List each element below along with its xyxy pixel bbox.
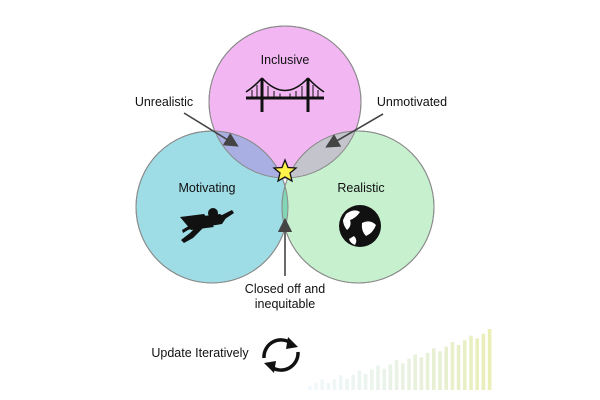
decorative-bar (481, 333, 486, 390)
superhero-icon (180, 208, 234, 243)
inclusive-label: Inclusive (261, 53, 310, 67)
decorative-bar (388, 364, 393, 390)
decorative-bar (332, 379, 337, 390)
globe-icon (339, 205, 381, 247)
motivating-label: Motivating (179, 181, 236, 195)
decorative-bar (363, 373, 368, 390)
unrealistic-label: Unrealistic (135, 95, 193, 109)
decorative-bar (401, 363, 405, 390)
decorative-bar (339, 375, 343, 390)
gradient-bar-chart-icon (308, 329, 492, 390)
decorative-bar (376, 365, 380, 390)
unrealistic-overlap (209, 131, 288, 178)
realistic-label: Realistic (337, 181, 384, 195)
refresh-cycle-icon (262, 337, 300, 373)
update-iteratively-label: Update Iteratively (151, 346, 249, 360)
unmotivated-overlap (282, 131, 361, 178)
decorative-bar (487, 329, 492, 390)
decorative-bar (432, 348, 436, 390)
unmotivated-label: Unmotivated (377, 95, 447, 109)
decorative-bar (394, 360, 399, 390)
decorative-bar (320, 379, 324, 390)
decorative-bar (351, 374, 355, 390)
decorative-bar (469, 335, 473, 390)
decorative-bar (444, 346, 448, 390)
unrealistic-arrow (183, 112, 239, 147)
unmotivated-arrow (325, 113, 384, 148)
decorative-bar (407, 358, 411, 390)
decorative-bar (463, 340, 467, 390)
decorative-bar (438, 351, 442, 390)
decorative-bar (419, 357, 424, 390)
decorative-bar (357, 370, 362, 390)
decorative-bar (413, 354, 417, 390)
decorative-bar (450, 342, 455, 390)
decorative-bar (382, 368, 386, 390)
decorative-bar (425, 352, 430, 390)
decorative-bar (456, 344, 461, 390)
closed-off-label-line2: inequitable (255, 297, 316, 311)
decorative-bar (475, 338, 479, 390)
decorative-bar (314, 382, 318, 390)
decorative-bar (345, 378, 349, 390)
decorative-bar (370, 369, 374, 390)
decorative-bar (326, 382, 331, 390)
star-icon (272, 158, 298, 183)
decorative-bar (308, 386, 312, 390)
bridge-icon (245, 77, 325, 112)
closed-off-label-line1: Closed off and (245, 282, 325, 296)
